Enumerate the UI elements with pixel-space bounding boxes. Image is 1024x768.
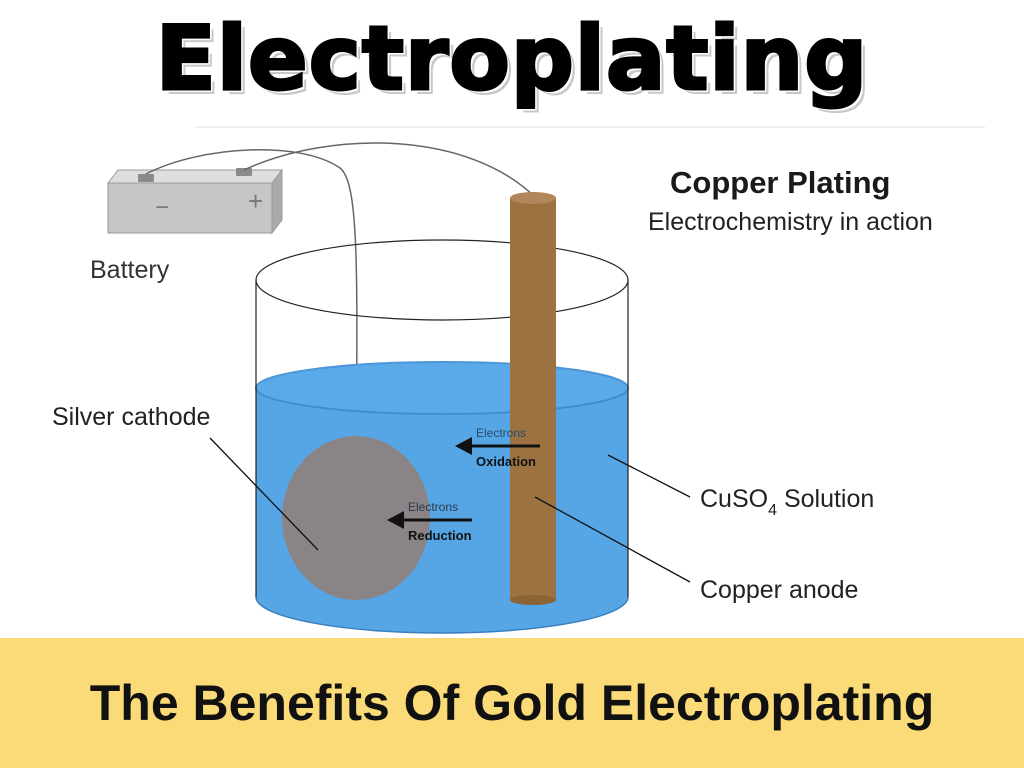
page-title: Electroplating: [154, 6, 869, 112]
anode-label: Copper anode: [700, 576, 858, 604]
diagram-subheading: Electrochemistry in action: [648, 208, 933, 236]
silver-cathode: [282, 436, 430, 600]
reduction-label: Reduction: [408, 528, 472, 543]
battery-label: Battery: [90, 256, 170, 284]
oxidation-label: Oxidation: [476, 454, 536, 469]
anode-electrons-label: Electrons: [476, 426, 526, 440]
cathode-label: Silver cathode: [52, 403, 210, 431]
solution-formula-subscript: 4: [768, 502, 777, 519]
banner-text: The Benefits Of Gold Electroplating: [89, 675, 935, 731]
battery-plus-sign: +: [248, 186, 263, 216]
anode-leader-line: [534, 496, 691, 583]
diagram-heading: Copper Plating: [670, 165, 890, 200]
electroplating-diagram: − + Battery Electrons Oxidation Electron…: [52, 126, 985, 634]
anode-wire: [243, 142, 539, 201]
copper-anode: [510, 192, 556, 605]
cathode-electrons-label: Electrons: [408, 500, 458, 514]
solution-formula: CuSO: [700, 485, 768, 513]
solution-label: CuSO4 Solution: [700, 485, 874, 519]
cathode-leader-line: [209, 437, 319, 551]
battery-minus-sign: −: [155, 194, 169, 221]
solution-leader-line: [607, 454, 691, 498]
oxidation-arrow: [455, 437, 540, 455]
cathode-wire: [145, 149, 358, 451]
reduction-arrow: [387, 511, 472, 529]
battery: − +: [106, 168, 284, 235]
solution-suffix: Solution: [777, 485, 874, 513]
footer-banner: The Benefits Of Gold Electroplating: [0, 638, 1024, 768]
